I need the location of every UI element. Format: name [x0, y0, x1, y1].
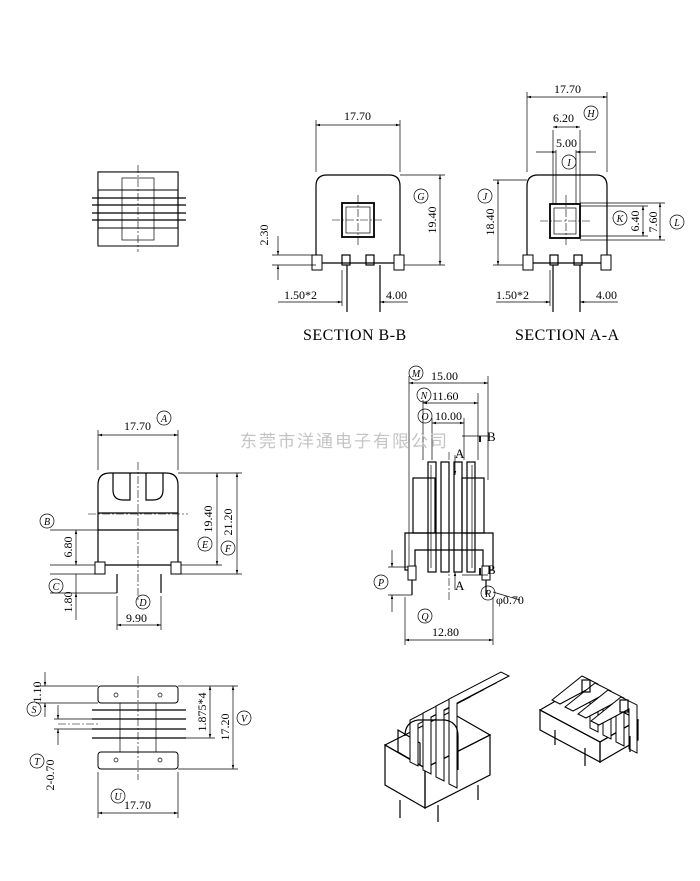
bubble-g: G — [417, 192, 424, 203]
bb-pitch-dim: 1.50*2 — [284, 288, 317, 302]
bb-left-dim: 2.30 — [257, 225, 271, 246]
bubble-q: Q — [421, 612, 429, 623]
bottom-top-view — [26, 672, 252, 818]
side-o-dim: 10.00 — [435, 409, 462, 423]
side-m-dim: 15.00 — [431, 369, 458, 383]
aa-span-dim: 4.00 — [596, 288, 617, 302]
aa-w1-dim: 6.20 — [553, 111, 574, 125]
section-a-a-view — [477, 92, 685, 312]
top-t-dim: 2-0.70 — [43, 760, 57, 791]
bubble-t: T — [34, 757, 41, 768]
bubble-a: A — [160, 414, 168, 425]
front-pin-dim: 1.80 — [61, 592, 75, 613]
aa-pitch-dim: 1.50*2 — [496, 288, 529, 302]
bb-width-dim: 17.70 — [344, 109, 371, 123]
bubble-o: O — [421, 412, 428, 423]
bubble-v: V — [241, 714, 249, 725]
bubble-m: M — [411, 369, 421, 380]
section-mark-a-top: A — [455, 446, 465, 461]
bb-span-dim: 4.00 — [386, 288, 407, 302]
side-view — [373, 365, 521, 645]
section-b-b-caption: SECTION B-B — [303, 327, 407, 344]
bubble-i: I — [566, 158, 571, 169]
bubble-l: L — [673, 218, 680, 229]
bubble-n: N — [420, 391, 429, 402]
aa-h1-dim: 6.40 — [628, 211, 642, 232]
side-base-dim: 12.80 — [432, 625, 459, 639]
top-left-view — [92, 165, 186, 252]
aa-height-dim: 18.40 — [483, 209, 497, 236]
section-b-b-view — [272, 120, 445, 312]
section-mark-b-top: B — [487, 429, 496, 444]
front-base-dim: 6.80 — [61, 537, 75, 558]
bubble-c: C — [53, 582, 60, 593]
aa-width-dim: 17.70 — [554, 82, 581, 96]
section-mark-a-bottom: A — [455, 578, 465, 593]
top-s-dim: 1.10 — [30, 682, 44, 703]
aa-h2-dim: 7.60 — [646, 212, 660, 233]
isometric-view-left — [383, 671, 511, 822]
top-height-dim: 17.20 — [218, 714, 232, 741]
bubble-e: E — [201, 540, 208, 551]
section-a-a-caption: SECTION A-A — [515, 327, 620, 344]
bubble-p: P — [377, 578, 384, 589]
bubble-k: K — [616, 214, 625, 225]
bubble-j: J — [483, 192, 488, 203]
top-slots-dim: 1.875*4 — [195, 693, 209, 732]
bubble-s: S — [32, 705, 37, 716]
front-width-dim: 17.70 — [124, 419, 151, 433]
bubble-d: D — [138, 598, 147, 609]
front-h1-dim: 19.40 — [201, 506, 215, 533]
bubble-f: F — [224, 544, 232, 555]
section-mark-b-bottom: B — [487, 562, 496, 577]
front-pin-span-dim: 9.90 — [126, 611, 147, 625]
watermark: 东莞市洋通电子有限公司 — [240, 432, 449, 452]
side-dia-dim: φ0.70 — [496, 593, 524, 607]
bubble-u: U — [114, 792, 122, 803]
aa-w2-dim: 5.00 — [556, 136, 577, 150]
bubble-r: R — [484, 589, 491, 600]
bubble-h: H — [586, 109, 595, 120]
front-h2-dim: 21.20 — [221, 509, 235, 536]
bb-height-dim: 19.40 — [425, 207, 439, 234]
top-width-dim: 17.70 — [124, 798, 151, 812]
side-n-dim: 11.60 — [432, 389, 459, 403]
isometric-view-right — [538, 675, 640, 766]
bubble-b: B — [44, 517, 50, 528]
front-view — [39, 410, 242, 630]
